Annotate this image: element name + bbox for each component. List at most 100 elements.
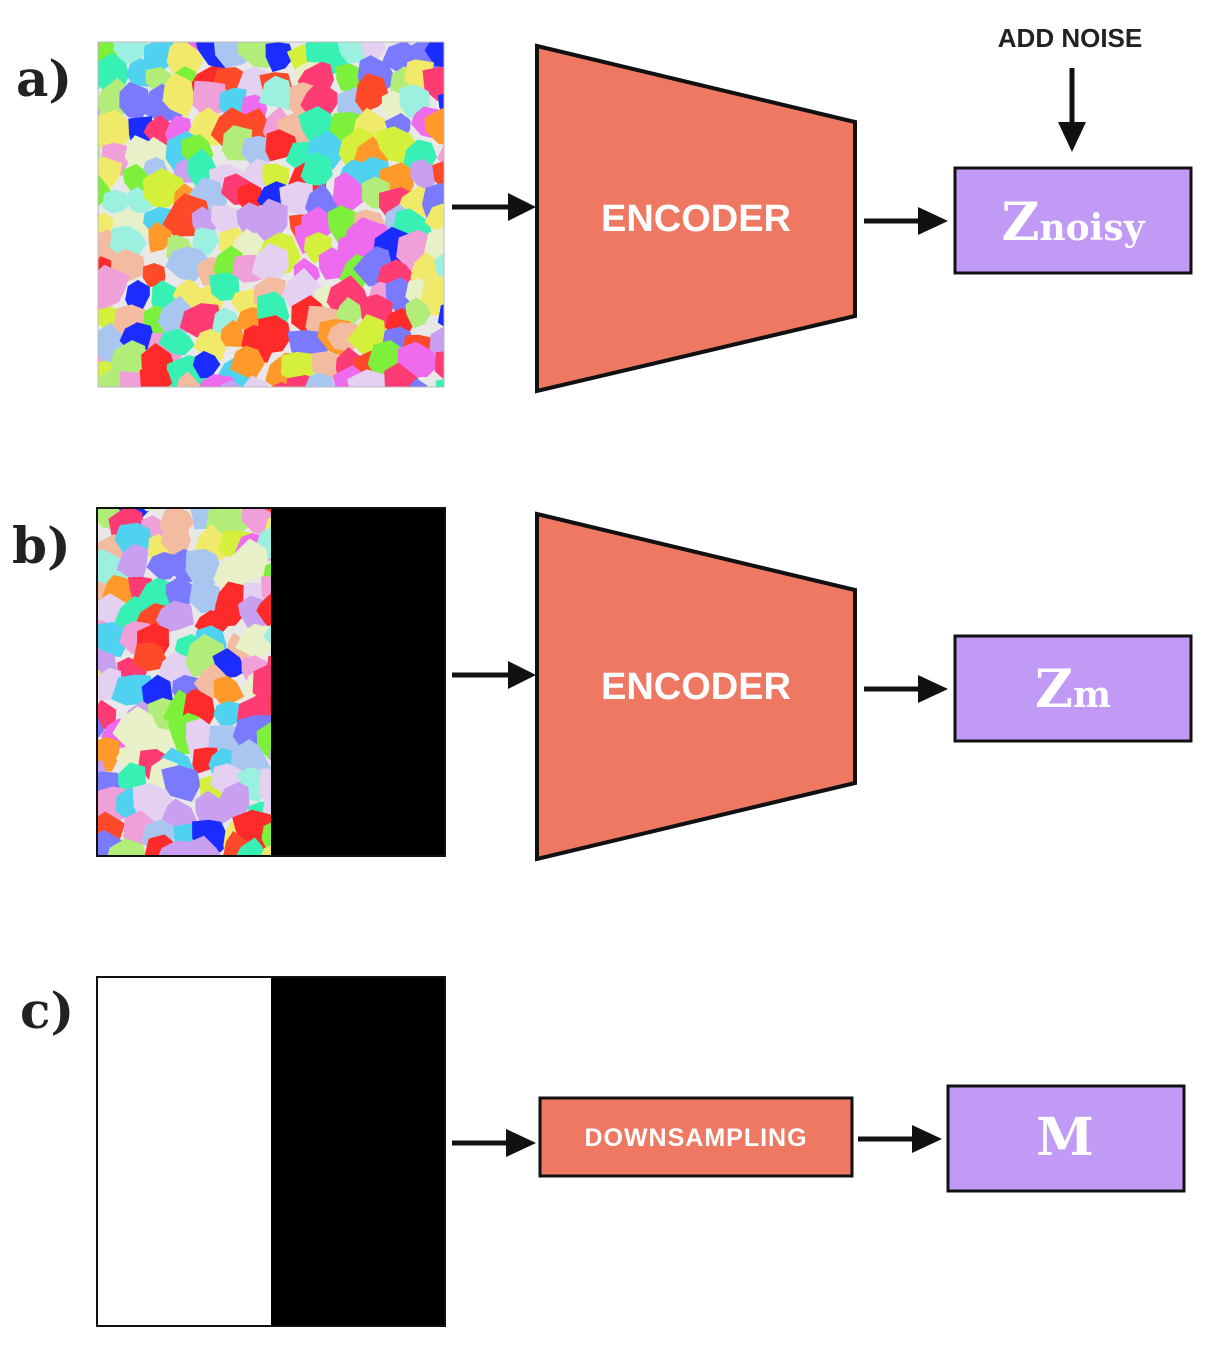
grain-cell	[189, 580, 224, 614]
grain-cell	[132, 642, 167, 672]
grain-cell	[258, 315, 291, 353]
grain-cell	[98, 737, 120, 772]
grain-cell	[393, 42, 413, 45]
grain-cell	[116, 544, 149, 579]
grain-cell	[362, 42, 386, 60]
grain-cell	[98, 699, 117, 731]
grain-cell	[156, 600, 194, 634]
grain-cell	[161, 474, 193, 508]
grain-cell	[91, 474, 122, 505]
grain-cell	[236, 837, 267, 855]
arrowhead-icon	[508, 661, 536, 689]
latent-zm-box	[953, 634, 1193, 743]
grain-cell	[232, 809, 271, 851]
encoder-label-a: ENCODER	[601, 198, 791, 240]
latent-znoisy-box	[953, 166, 1193, 275]
arrowhead-icon	[508, 193, 536, 221]
grain-cells-b	[62, 474, 295, 855]
grain-cell	[111, 674, 154, 706]
grain-cell	[384, 362, 420, 387]
grain-cell	[265, 42, 294, 73]
grain-cell	[347, 369, 394, 387]
grain-cell	[424, 203, 444, 234]
downsampling-label: DOWNSAMPLING	[584, 1124, 807, 1152]
grain-cell	[98, 109, 137, 151]
grain-cell	[269, 697, 271, 713]
panel-c: c) DOWNSAMPLING M	[20, 976, 1186, 1327]
grain-cell	[62, 811, 94, 845]
arrowhead-icon	[918, 207, 948, 235]
grain-cell	[289, 11, 315, 36]
grain-cell	[405, 297, 431, 329]
arrowhead-icon	[912, 1125, 942, 1153]
panel-label-a: a)	[16, 49, 72, 108]
grain-cell	[416, 42, 438, 47]
grain-cell	[252, 663, 271, 709]
grain-cell	[98, 42, 100, 54]
grain-cell	[185, 548, 223, 589]
grain-cell	[140, 6, 174, 41]
grain-cell	[62, 3, 99, 39]
grain-cell	[98, 238, 99, 248]
grain-cell	[98, 275, 99, 281]
grain-cell	[264, 474, 295, 506]
grain-cell	[161, 765, 201, 802]
masked-region	[271, 509, 445, 855]
latent-znoisy-label: Znoisy	[1001, 192, 1145, 253]
grain-cell	[256, 721, 271, 760]
grain-cell	[67, 377, 97, 411]
grain-cell	[162, 72, 195, 118]
grain-cell	[209, 272, 240, 301]
grain-cell	[432, 160, 444, 190]
grain-cell	[300, 151, 333, 186]
grain-cell	[64, 343, 96, 383]
grain-cell	[142, 263, 166, 287]
grain-cell	[436, 144, 444, 166]
panel-label-c: c)	[20, 981, 74, 1040]
grain-cell	[98, 602, 101, 631]
grain-cell	[241, 135, 274, 167]
mask-m-label: M	[1036, 1107, 1094, 1168]
grain-cell	[230, 345, 265, 381]
grain-cell	[336, 296, 363, 327]
grain-cell	[192, 350, 221, 379]
grain-cell	[143, 509, 161, 512]
grain-cell	[98, 717, 104, 739]
grain-cells-a	[62, 3, 444, 411]
grain-cell	[256, 593, 271, 626]
grain-cell	[213, 701, 242, 726]
grain-cell	[63, 640, 96, 675]
grain-cell	[241, 509, 271, 537]
grain-cell	[235, 623, 271, 657]
encoder-block-a	[535, 43, 857, 394]
grain-cell	[355, 73, 390, 113]
grain-cell	[119, 371, 145, 387]
image-border-a	[97, 41, 445, 388]
grain-cell	[327, 322, 358, 352]
latent-subscript-noisy: noisy	[1039, 207, 1145, 249]
grain-cell	[184, 835, 221, 855]
grain-cell	[213, 675, 245, 704]
grain-cell	[98, 109, 101, 126]
half-masked-grain-image	[62, 474, 446, 857]
latent-zm-label: Zm	[1035, 659, 1111, 720]
arrowhead-icon	[1058, 122, 1086, 152]
grain-cell	[258, 75, 293, 111]
grain-cell	[143, 114, 174, 147]
grain-cell	[220, 319, 244, 347]
grain-cell	[332, 171, 370, 211]
grain-cell	[198, 42, 217, 46]
grain-cell	[226, 538, 271, 579]
grain-cell	[98, 621, 130, 657]
grain-cell	[247, 198, 288, 243]
grain-cell	[165, 576, 197, 608]
add-noise-label: ADD NOISE	[998, 23, 1142, 53]
grain-cell	[261, 822, 271, 853]
grain-cell	[98, 142, 101, 165]
arrowhead-icon	[506, 1129, 536, 1157]
grain-cell	[263, 624, 271, 645]
mask-visible-region	[98, 978, 271, 1325]
image-border-b	[96, 507, 446, 857]
grain-cell	[258, 768, 271, 803]
grain-cell	[119, 81, 149, 120]
